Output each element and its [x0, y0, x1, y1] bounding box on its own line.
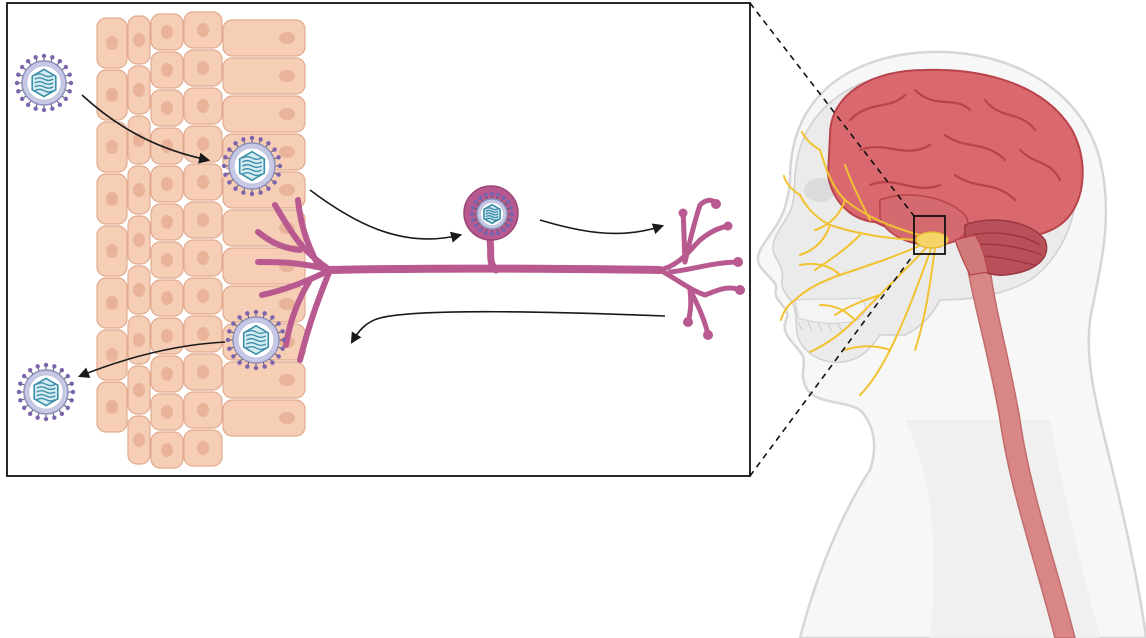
epithelial-cell — [128, 16, 150, 64]
epithelial-cell — [128, 66, 150, 114]
epithelial-cell — [151, 280, 183, 316]
epithelial-cell — [151, 52, 183, 88]
epithelial-cell — [151, 356, 183, 392]
epithelial-cell — [184, 354, 222, 390]
epithelial-cell — [184, 240, 222, 276]
epithelial-cell — [223, 210, 305, 246]
epithelial-cell — [223, 20, 305, 56]
epithelial-cell — [184, 12, 222, 48]
epithelial-cell — [184, 202, 222, 238]
epithelial-cell — [151, 90, 183, 126]
epithelial-cell — [128, 416, 150, 464]
epithelial-cell — [184, 126, 222, 162]
epithelial-cell — [184, 278, 222, 314]
epithelial-cell — [184, 430, 222, 466]
epithelial-cell — [128, 166, 150, 214]
epithelial-cell — [184, 316, 222, 352]
epithelial-cell — [223, 58, 305, 94]
epithelial-cell — [128, 266, 150, 314]
epithelial-cell — [184, 164, 222, 200]
epithelial-cell — [184, 50, 222, 86]
epithelial-cell — [151, 166, 183, 202]
epithelial-cell — [223, 400, 305, 436]
epithelial-cell — [97, 174, 127, 224]
epithelial-cell — [97, 382, 127, 432]
epithelial-cell — [97, 122, 127, 172]
epithelial-cell — [151, 14, 183, 50]
head-anatomy — [758, 52, 1146, 638]
epithelial-cell — [128, 366, 150, 414]
epithelial-cell — [97, 18, 127, 68]
epithelial-cell — [97, 278, 127, 328]
epithelial-cell — [97, 330, 127, 380]
epithelial-cell — [151, 242, 183, 278]
epithelial-cell — [128, 216, 150, 264]
epithelial-cell — [151, 394, 183, 430]
epithelial-cell — [151, 432, 183, 468]
epithelial-cell — [151, 128, 183, 164]
epithelial-cell — [151, 204, 183, 240]
epithelial-cell — [184, 392, 222, 428]
trigeminal-ganglion — [916, 232, 948, 248]
inset-panel — [7, 3, 750, 476]
epithelial-cell — [151, 318, 183, 354]
epithelial-cell — [97, 226, 127, 276]
epithelial-cell — [184, 88, 222, 124]
epithelial-cell — [223, 96, 305, 132]
